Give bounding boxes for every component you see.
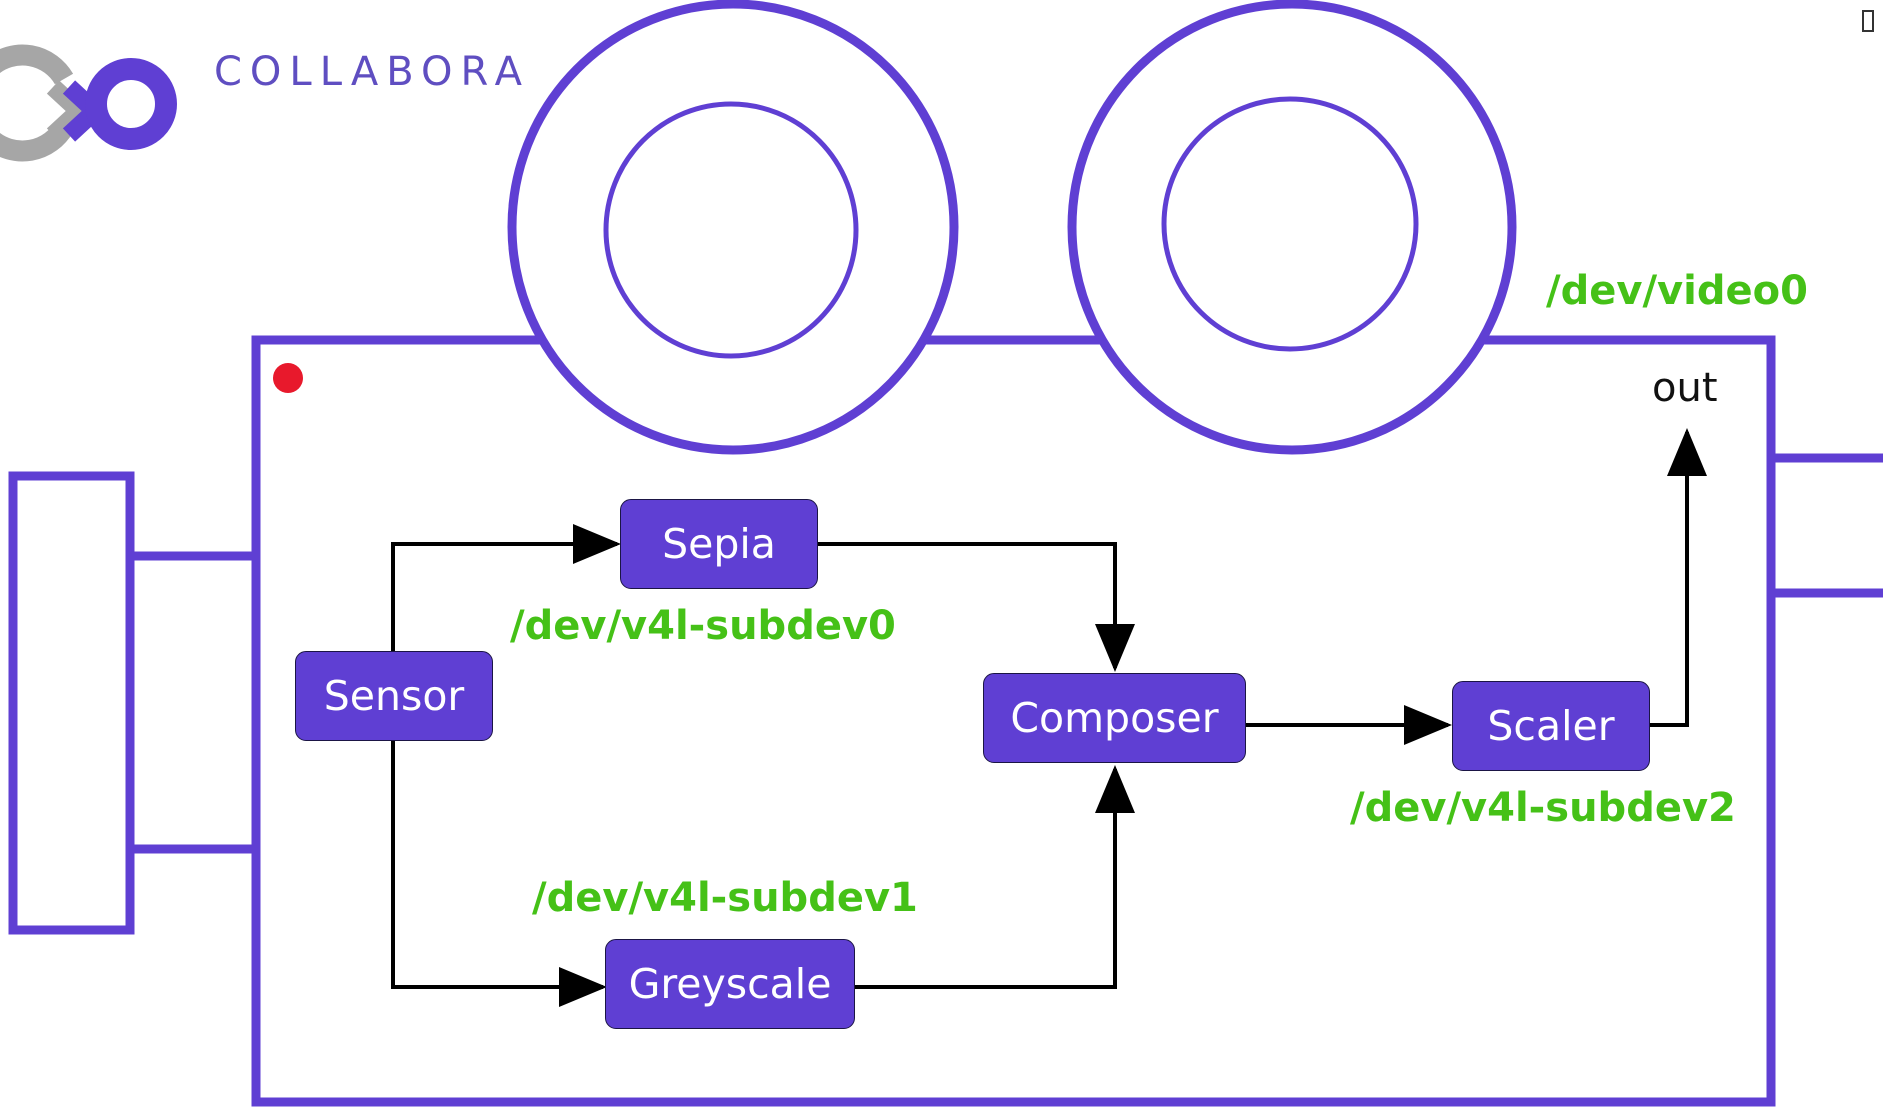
edge-sensor-greyscale (391, 741, 607, 1007)
edge-sensor-sepia (391, 524, 621, 651)
corner-placeholder-icon (1862, 10, 1874, 32)
output-label: out (1652, 365, 1718, 411)
dev-subdev2-label: /dev/v4l-subdev2 (1350, 785, 1736, 831)
sensor-node[interactable]: Sensor (295, 651, 493, 741)
sepia-node[interactable]: Sepia (620, 499, 818, 589)
composer-node[interactable]: Composer (983, 673, 1246, 763)
sepia-node-label: Sepia (662, 520, 776, 568)
pipeline-connectors (391, 428, 1707, 1007)
collabora-logo-icon (0, 44, 177, 162)
edge-greyscale-composer (854, 765, 1135, 989)
dev-video0-label: /dev/video0 (1546, 268, 1808, 314)
sensor-node-label: Sensor (323, 672, 465, 720)
edge-scaler-out (1649, 428, 1707, 727)
greyscale-node[interactable]: Greyscale (605, 939, 855, 1029)
record-indicator-dot (273, 363, 303, 393)
scaler-node-label: Scaler (1487, 702, 1615, 750)
dev-subdev0-label: /dev/v4l-subdev0 (510, 603, 896, 649)
collabora-wordmark: COLLABORA (214, 49, 531, 95)
dev-subdev1-label: /dev/v4l-subdev1 (532, 875, 918, 921)
film-reel-left (507, 0, 959, 455)
film-reel-right (1067, 0, 1517, 455)
composer-node-label: Composer (1010, 694, 1219, 742)
edge-sepia-composer (817, 542, 1135, 672)
greyscale-node-label: Greyscale (628, 960, 832, 1008)
camera-side-connector (1766, 453, 1883, 598)
scaler-node[interactable]: Scaler (1452, 681, 1650, 771)
camera-lens-hood (8, 471, 261, 935)
